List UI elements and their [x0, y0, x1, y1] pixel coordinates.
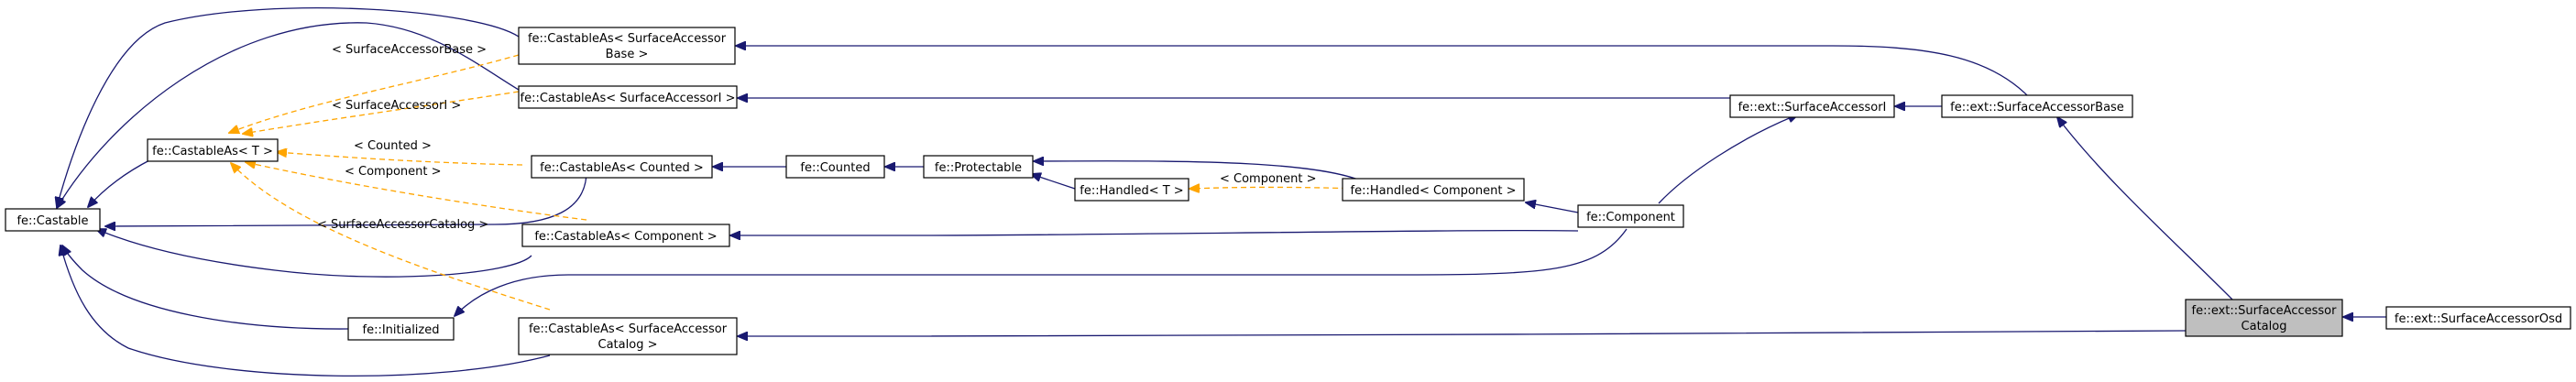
node-label: fe::CastableAs< Component > [534, 230, 717, 244]
node-label: fe::Protectable [935, 161, 1022, 175]
node-label: fe::CastableAs< T > [152, 145, 273, 158]
template-edge-sai [243, 91, 520, 134]
edge-ca-sab-to-castable [57, 7, 520, 207]
edge-sab-to-ca-sab [736, 46, 2031, 99]
node-label: fe::Component [1586, 211, 1675, 224]
edge-label-sab: < SurfaceAccessorBase > [332, 43, 487, 57]
edge-sac-to-ca-sac [738, 330, 2187, 336]
node-castable-as-surface-accessor-catalog[interactable]: fe::CastableAs< SurfaceAccessor Catalog … [518, 317, 738, 355]
edge-handled-t-to-protectable [1031, 174, 1076, 190]
edge-ca-component-to-castable [96, 229, 532, 278]
inheritance-edges [57, 7, 2386, 377]
template-edge-component [246, 162, 587, 221]
node-label: fe::ext::SurfaceAccessorOsd [2395, 312, 2562, 326]
edge-sac-to-sab [2057, 117, 2237, 304]
node-counted[interactable]: fe::Counted [785, 155, 885, 179]
edge-label-handled: < Component > [1220, 172, 1317, 186]
node-surface-accessor-i[interactable]: fe::ext::SurfaceAccessorI [1729, 94, 1895, 118]
node-castable-as-component[interactable]: fe::CastableAs< Component > [521, 224, 730, 247]
edge-castable-as-t-to-castable [88, 158, 152, 207]
edge-component-to-ca-component [730, 229, 1579, 235]
edge-ca-counted-to-castable [105, 170, 587, 226]
template-edge-sac [231, 163, 551, 311]
template-edges [229, 54, 1366, 311]
template-edge-sab [229, 54, 520, 133]
node-label: fe::ext::SurfaceAccessorI [1738, 101, 1887, 115]
node-castable-as-surface-accessor-i[interactable]: fe::CastableAs< SurfaceAccessorI > [518, 85, 738, 109]
node-label-line-1: fe::CastableAs< SurfaceAccessor [529, 322, 728, 336]
edge-label-component: < Component > [345, 165, 442, 179]
edge-initialized-to-castable [62, 246, 349, 330]
template-edge-handled [1189, 187, 1366, 189]
node-label: fe::Handled< Component > [1351, 184, 1517, 198]
node-surface-accessor-catalog[interactable]: fe::ext::SurfaceAccessor Catalog [2185, 299, 2343, 337]
node-label-line-1: fe::ext::SurfaceAccessor [2192, 304, 2338, 318]
node-surface-accessor-base[interactable]: fe::ext::SurfaceAccessorBase [1941, 94, 2133, 118]
node-label-line-2: Catalog > [598, 338, 658, 352]
node-label: fe::Castable [16, 214, 88, 228]
edge-ca-sai-to-castable [57, 22, 520, 208]
edge-component-to-handled-component [1526, 202, 1579, 213]
node-castable-as-t[interactable]: fe::CastableAs< T > [147, 138, 279, 162]
node-handled-component[interactable]: fe::Handled< Component > [1342, 178, 1525, 202]
node-component[interactable]: fe::Component [1577, 204, 1684, 228]
node-castable[interactable]: fe::Castable [5, 208, 101, 232]
node-initialized[interactable]: fe::Initialized [347, 317, 455, 341]
node-castable-as-counted[interactable]: fe::CastableAs< Counted > [531, 155, 713, 179]
edge-component-to-initialized [455, 228, 1628, 316]
node-label-line-1: fe::CastableAs< SurfaceAccessor [528, 32, 727, 46]
node-label: fe::CastableAs< SurfaceAccessorI > [521, 92, 736, 105]
node-protectable[interactable]: fe::Protectable [923, 155, 1034, 179]
edge-ca-sac-to-castable [60, 246, 551, 377]
template-edge-counted [277, 152, 523, 166]
edge-labels: < SurfaceAccessorBase > < SurfaceAccesso… [317, 43, 1317, 232]
edge-label-counted: < Counted > [354, 139, 432, 153]
node-label: fe::Handled< T > [1080, 184, 1183, 198]
node-label: fe::Counted [800, 161, 870, 175]
node-castable-as-surface-accessor-base[interactable]: fe::CastableAs< SurfaceAccessor Base > [518, 27, 736, 65]
edge-component-to-sai [1658, 115, 1798, 204]
node-label-line-2: Base > [606, 48, 649, 61]
node-label: fe::Initialized [363, 323, 440, 337]
node-handled-t[interactable]: fe::Handled< T > [1074, 178, 1189, 202]
edge-label-sai: < SurfaceAccessorI > [332, 99, 461, 113]
node-surface-accessor-osd[interactable]: fe::ext::SurfaceAccessorOsd [2385, 306, 2571, 330]
edge-label-sac: < SurfaceAccessorCatalog > [317, 218, 488, 232]
node-label: fe::ext::SurfaceAccessorBase [1950, 101, 2124, 115]
node-label: fe::CastableAs< Counted > [540, 161, 704, 175]
node-label-line-2: Catalog [2242, 320, 2287, 333]
